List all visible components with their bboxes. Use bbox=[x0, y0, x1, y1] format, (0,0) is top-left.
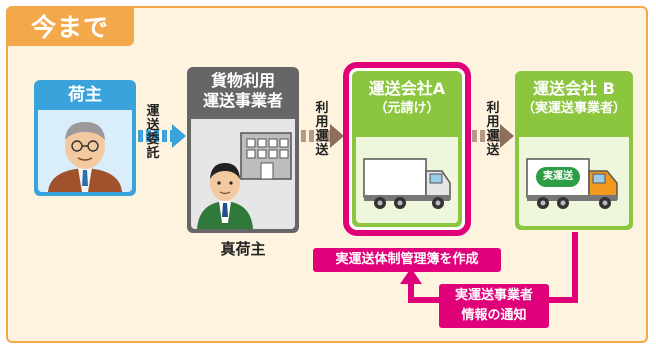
ledger-note: 実運送体制管理簿を作成 bbox=[313, 248, 501, 272]
truck-badge: 実運送 bbox=[536, 167, 580, 187]
forwarder-title-line1: 貨物利用 bbox=[210, 71, 275, 90]
use2-label: 利用運送 bbox=[486, 101, 500, 158]
use2-arrow-head bbox=[500, 124, 514, 148]
consign-arrow-head bbox=[172, 124, 186, 148]
office-worker-icon bbox=[197, 132, 292, 229]
company-b-scene: 実運送 bbox=[519, 137, 629, 226]
forwarder-title: 貨物利用 運送事業者 bbox=[187, 67, 299, 111]
notice-arrow-head bbox=[400, 268, 422, 284]
company-b-title-line2: （実運送事業者） bbox=[521, 101, 626, 116]
section-tab: 今まで bbox=[6, 6, 134, 46]
company-b-box: 運送会社 B （実運送事業者） 実運送 bbox=[515, 71, 633, 230]
forwarder-title-line2: 運送事業者 bbox=[202, 91, 283, 110]
use1-arrow-head bbox=[330, 124, 344, 148]
forwarder-scene bbox=[191, 119, 295, 229]
shipper-box: 荷主 bbox=[34, 80, 136, 196]
company-b-title: 運送会社 B （実運送事業者） bbox=[515, 71, 633, 119]
notice-line2: 情報の通知 bbox=[461, 308, 527, 323]
notice-box: 実運送事業者 情報の通知 bbox=[439, 284, 549, 328]
company-a-title-line2: （元請け） bbox=[374, 101, 440, 116]
shipper-portrait bbox=[38, 110, 132, 192]
company-b-title-line1: 運送会社 B bbox=[533, 79, 615, 98]
company-a-title-line1: 運送会社A bbox=[368, 79, 446, 98]
use1-label: 利用運送 bbox=[315, 101, 329, 158]
company-a-scene bbox=[356, 137, 458, 223]
shipper-title: 荷主 bbox=[68, 85, 102, 105]
company-a-title: 運送会社A （元請け） bbox=[352, 71, 462, 119]
businessman-icon bbox=[48, 122, 122, 192]
company-a-box: 運送会社A （元請け） bbox=[352, 71, 462, 227]
forwarder-caption: 真荷主 bbox=[220, 240, 266, 258]
forwarder-box: 貨物利用 運送事業者 bbox=[187, 67, 299, 233]
notice-line1: 実運送事業者 bbox=[454, 288, 533, 303]
consign-label: 運送委託 bbox=[146, 104, 160, 161]
truck-icon bbox=[363, 158, 451, 209]
